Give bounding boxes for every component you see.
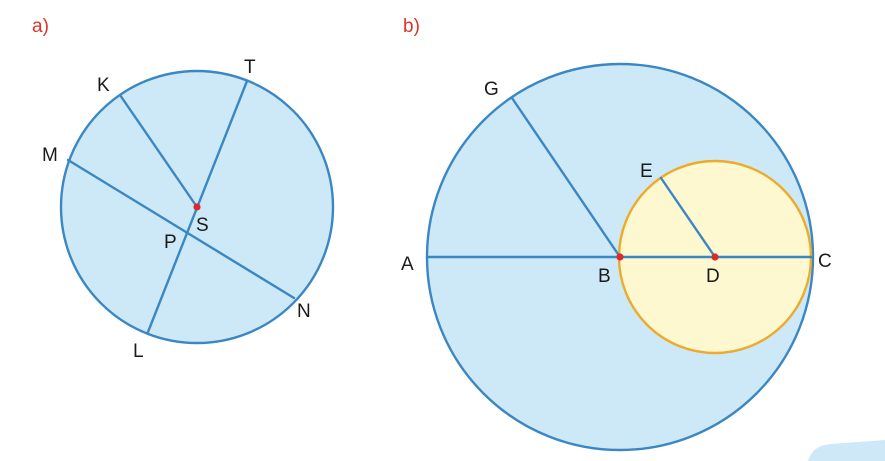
chord-mn (66, 158, 296, 300)
point-label-t: T (244, 57, 256, 78)
point-label-e: E (640, 161, 653, 182)
point-label-m: M (42, 145, 58, 166)
center-dot-d (711, 253, 719, 261)
point-label-l: L (133, 341, 144, 362)
center-dot-s (193, 203, 201, 211)
radius-de (659, 176, 717, 259)
point-label-d: D (706, 266, 720, 287)
corner-tab (808, 440, 885, 461)
point-label-n: N (297, 301, 311, 322)
point-label-b: B (598, 266, 611, 287)
point-label-c: C (818, 251, 832, 272)
radius-sk (118, 93, 199, 209)
radius-bg (510, 96, 622, 259)
panel-a-label: a) (32, 16, 49, 37)
point-label-s: S (196, 215, 209, 236)
point-label-a: A (401, 254, 414, 275)
panel-b: b) G E A B D C (401, 16, 832, 452)
point-label-g: G (484, 79, 499, 100)
center-dot-b (616, 253, 624, 261)
point-label-k: K (97, 75, 110, 96)
point-label-p: P (164, 232, 177, 253)
panel-b-label: b) (403, 16, 420, 37)
panel-a: a) K T M S P N L (32, 16, 335, 362)
